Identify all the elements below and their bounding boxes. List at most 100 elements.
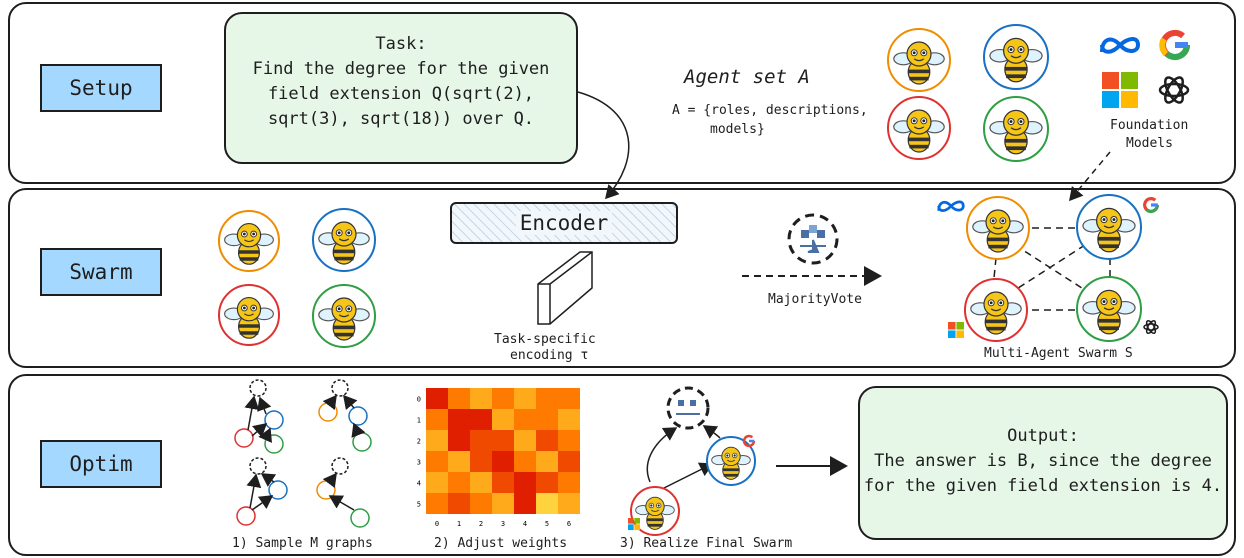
heatmap-cell <box>536 472 558 493</box>
agent-set-line-1: A = {roles, descriptions, <box>672 103 868 118</box>
heatmap-y-tick: 5 <box>417 501 421 509</box>
swarm-caption: Multi-Agent Swarm S <box>984 346 1133 361</box>
swarm-graph-edges <box>993 227 1111 311</box>
task-line-2: field extension Q(sqrt(2), <box>267 84 535 104</box>
heatmap-x-tick: 5 <box>545 520 549 528</box>
encoder-caption-line-1: Task-specific <box>494 332 596 347</box>
output-heading: Output: <box>1007 426 1079 446</box>
heatmap-cell <box>536 451 558 472</box>
final-microsoft-logo-icon <box>628 518 640 530</box>
heatmap-x-tick: 6 <box>567 520 571 528</box>
heatmap-cell <box>514 472 536 493</box>
majority-vote-icon <box>787 213 839 265</box>
setup-label: Setup <box>40 64 162 112</box>
google-logo-icon <box>1159 29 1191 61</box>
task-box: Task: Find the degree for the given fiel… <box>224 12 578 164</box>
agent-set-line-2: models} <box>710 122 765 137</box>
heatmap-cell <box>492 409 514 430</box>
swarm-openai-logo-icon <box>1143 320 1159 334</box>
heatmap-cell <box>536 430 558 451</box>
heatmap-cell <box>426 493 448 514</box>
final-swarm-blue-icon <box>706 436 756 486</box>
optim-label: Optim <box>40 440 162 488</box>
heatmap-cell <box>558 430 580 451</box>
output-line-1: The answer is B, since the degree <box>874 451 1212 471</box>
heatmap-cell <box>492 493 514 514</box>
heatmap-cell <box>448 493 470 514</box>
swarm-microsoft-logo-icon <box>948 322 964 338</box>
agent-orange-bee-icon <box>887 28 951 92</box>
heatmap-cell <box>536 388 558 409</box>
encoding-tensor-icon <box>537 251 593 325</box>
heatmap-cell <box>448 409 470 430</box>
heatmap-cell <box>492 472 514 493</box>
swarm-google-logo-icon <box>1143 197 1159 213</box>
microsoft-logo-icon <box>1102 72 1138 108</box>
swarm-agent-blue-icon <box>312 208 376 272</box>
task-line-3: sqrt(3), sqrt(18)) over Q. <box>267 109 535 129</box>
heatmap-cell <box>448 472 470 493</box>
heatmap-cell <box>470 388 492 409</box>
output-box: Output: The answer is B, since the degre… <box>858 386 1228 540</box>
output-arrow <box>776 456 848 476</box>
heatmap-cell <box>448 430 470 451</box>
encoder-box: Encoder <box>450 202 678 244</box>
heatmap-cell <box>514 493 536 514</box>
final-swarm-edges <box>646 386 721 489</box>
step-1-caption: 1) Sample M graphs <box>232 536 373 551</box>
heatmap-x-tick: 4 <box>523 520 527 528</box>
heatmap-cell <box>558 388 580 409</box>
encoder-caption-line-2: encoding τ <box>510 348 589 363</box>
heatmap-x-tick: 2 <box>479 520 483 528</box>
task-heading: Task: <box>375 34 427 54</box>
heatmap-x-tick: 3 <box>501 520 505 528</box>
foundation-models-line-1: Foundation <box>1110 118 1189 133</box>
heatmap-cell <box>426 430 448 451</box>
heatmap-cell <box>558 472 580 493</box>
heatmap-cell <box>426 409 448 430</box>
heatmap-cell <box>470 451 492 472</box>
heatmap-y-tick: 1 <box>417 417 421 425</box>
heatmap-cell <box>470 409 492 430</box>
swarm-graph-blue-icon <box>1076 194 1142 260</box>
heatmap-cell <box>536 409 558 430</box>
heatmap-cell <box>514 409 536 430</box>
heatmap-cell <box>426 388 448 409</box>
heatmap-cell <box>558 493 580 514</box>
step-2-caption: 2) Adjust weights <box>434 536 568 551</box>
heatmap-cell <box>492 451 514 472</box>
heatmap-cell <box>514 451 536 472</box>
heatmap-x-tick: 1 <box>457 520 461 528</box>
swarm-agent-orange-icon <box>218 210 280 272</box>
agent-green-bee-icon <box>983 96 1049 162</box>
majority-vote-label: MajorityVote <box>768 292 862 307</box>
agent-red-bee-icon <box>887 96 951 160</box>
heatmap-cell <box>536 493 558 514</box>
final-google-logo-icon <box>742 434 756 448</box>
swarm-graph-orange-icon <box>966 196 1030 260</box>
heatmap-y-tick: 3 <box>417 459 421 467</box>
step-3-caption: 3) Realize Final Swarm <box>620 536 793 551</box>
task-line-1: Find the degree for the given <box>252 59 550 79</box>
heatmap-cell <box>426 451 448 472</box>
swarm-graph-red-icon <box>964 278 1028 342</box>
heatmap-cell <box>514 430 536 451</box>
swarm-meta-logo-icon <box>937 200 965 212</box>
heatmap-cell <box>426 472 448 493</box>
swarm-agent-red-icon <box>218 284 280 346</box>
meta-logo-icon <box>1100 37 1141 54</box>
heatmap-cell <box>448 451 470 472</box>
swarm-graph-green-icon <box>1076 276 1142 342</box>
setup-panel <box>8 2 1236 184</box>
heatmap-cell <box>470 493 492 514</box>
agent-set-title: Agent set A <box>684 66 810 88</box>
heatmap-cell <box>558 451 580 472</box>
heatmap-cell <box>448 388 470 409</box>
openai-logo-icon <box>1158 76 1190 104</box>
sampled-graphs <box>234 379 372 528</box>
heatmap-y-tick: 4 <box>417 480 421 488</box>
output-line-2: for the given field extension is 4. <box>863 476 1223 496</box>
heatmap-y-tick: 0 <box>417 396 421 404</box>
encoder-label: Encoder <box>515 211 613 235</box>
swarm-agent-green-icon <box>312 284 376 348</box>
